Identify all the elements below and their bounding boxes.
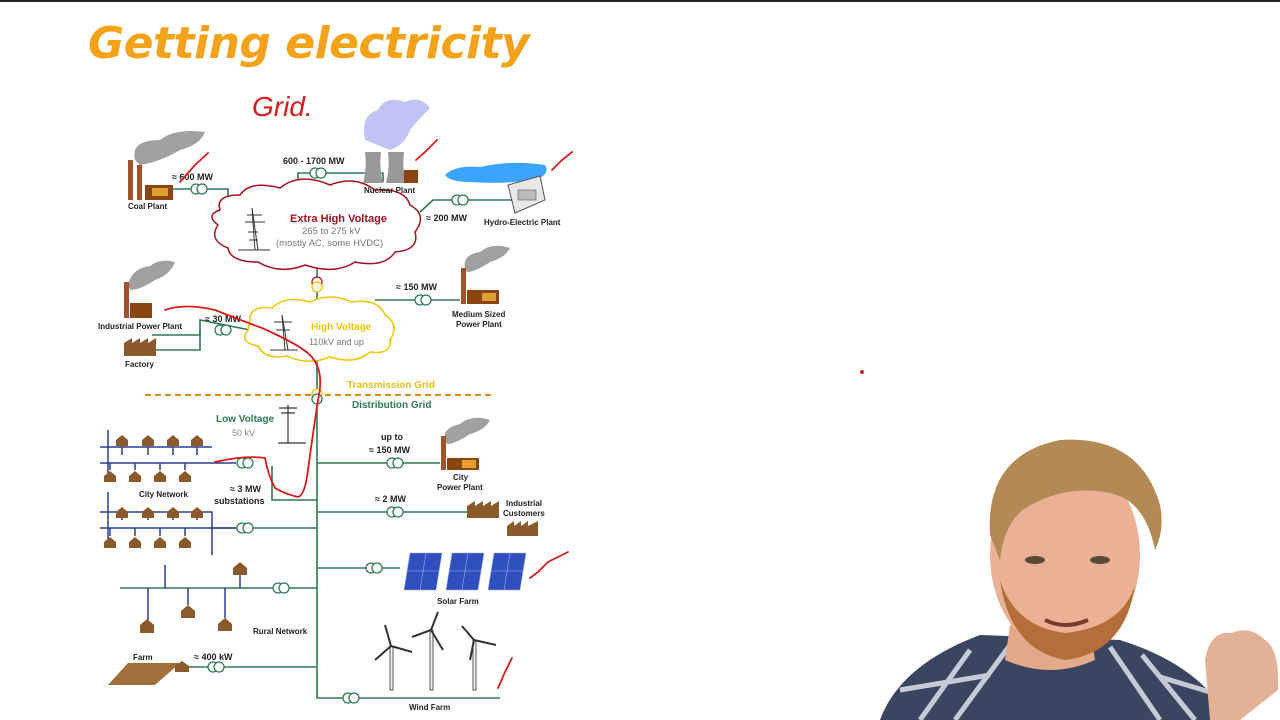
top-border [0,0,1280,2]
rural-houses [140,562,247,633]
transformer-icon [309,167,327,179]
transformer-icon [311,276,323,293]
check-mark-solar [529,551,569,579]
slide-title: Getting electricity [88,18,530,69]
hydro-plant-label: Hydro-Electric Plant [484,218,561,227]
hydro-plant-power: ≈ 200 MW [426,213,467,223]
ehv-label: Extra High Voltage [290,213,387,225]
hv-cloud: High Voltage 110kV and up [243,296,395,362]
nuclear-plant-label: Nuclear Plant [364,186,415,195]
hv-range: 110kV and up [309,337,364,347]
hydro-plant-icon [445,162,547,214]
transformer-icon [342,692,360,704]
ehv-pylon-icon [238,207,270,251]
farm-label: Farm [133,653,153,662]
transmission-grid-label: Transmission Grid [347,380,435,391]
industrial-customers-power: ≈ 2 MW [375,494,406,504]
transformer-icon [365,562,383,574]
transformer-icon [386,457,404,469]
handwritten-annotations [164,139,573,689]
coal-plant-power: ≈ 600 MW [172,172,213,182]
city-plant-power-2: ≈ 150 MW [369,445,410,455]
presenter-webcam [860,415,1280,720]
ehv-range: 265 to 275 kV [302,226,361,237]
medium-plant-label-2: Power Plant [456,320,502,329]
hv-label: High Voltage [311,322,372,333]
wind-farm-label: Wind Farm [409,703,450,712]
coal-plant-label: Coal Plant [128,202,167,211]
transformer-icon [414,294,432,306]
city-power-plant-icon [441,417,490,470]
ehv-cloud: Extra High Voltage 265 to 275 kV (mostly… [211,178,422,271]
city-plant-label-2: Power Plant [437,483,483,492]
distribution-grid-label: Distribution Grid [352,400,431,411]
utility-pole-icon [278,405,306,444]
rural-network-label: Rural Network [253,627,308,636]
industrial-customers-icon [467,501,538,536]
industrial-power-plant-power: ≈ 30 MW [205,314,241,324]
transformer-icon [272,582,290,594]
wind-farm-icon [374,611,497,691]
nuclear-plant-power: 600 - 1700 MW [283,156,345,166]
solar-farm-label: Solar Farm [437,597,479,606]
city-plant-label-1: City [453,473,469,482]
transformers [190,167,469,704]
power-path-annotation [164,305,322,498]
ehv-note: (mostly AC, some HVDC) [276,238,383,249]
city-network-label: City Network [139,490,188,499]
handwritten-grid-label: Grid. [252,91,313,122]
transformer-icon [190,183,208,195]
check-mark-nuclear [415,139,438,161]
substations-label: substations [214,496,265,506]
transformer-icon [214,324,232,336]
solar-farm-icon [403,552,527,591]
factory-label: Factory [125,360,154,369]
substations-power: ≈ 3 MW [230,484,261,494]
coal-plant-icon [128,131,205,200]
red-dot [860,370,864,374]
check-mark-coal [179,152,209,183]
farm-power: ≈ 400 kW [194,652,233,662]
farm-icon [108,661,189,685]
transformer-icon [451,194,469,206]
industrial-power-plant-icon [124,260,175,318]
transformer-icon [207,661,225,673]
medium-plant-power: ≈ 150 MW [396,282,437,292]
transformer-icon [236,457,254,469]
hv-pylon-icon [270,314,298,351]
transformer-icon [386,506,404,518]
nuclear-plant-icon [363,99,430,183]
transformer-icon [236,522,254,534]
factory-icon [124,338,156,356]
check-mark-hydro [551,151,573,171]
industrial-customers-label-1: Industrial [506,499,542,508]
city-plant-power-1: up to [381,432,403,442]
industrial-power-plant-label: Industrial Power Plant [98,322,182,331]
medium-power-plant-icon [461,245,510,304]
lv-label: Low Voltage [216,414,275,425]
presenter-silhouette [880,439,1279,720]
industrial-customers-label-2: Customers [503,509,545,518]
check-mark-wind [497,657,513,689]
lv-range: 50 kV [232,428,255,438]
city-houses [104,435,203,548]
medium-plant-label-1: Medium Sized [452,310,505,319]
rural-network-lines [147,565,241,620]
